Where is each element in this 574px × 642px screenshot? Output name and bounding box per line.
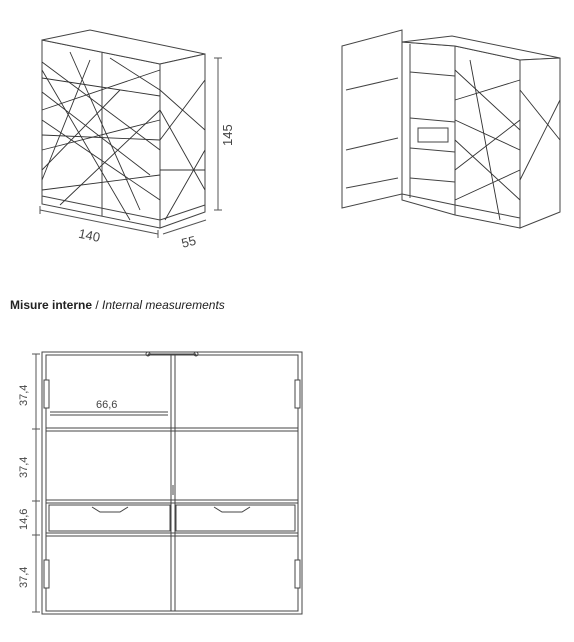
closed-cabinet-drawing xyxy=(39,29,222,238)
inner-width-dimension: 66,6 xyxy=(96,399,117,411)
height-dimension: 145 xyxy=(220,124,235,146)
open-cabinet-drawing xyxy=(341,29,561,229)
depth-dimension: 55 xyxy=(180,233,198,251)
section-title-it: Misure interne xyxy=(10,298,93,312)
section-title-en: Internal measurements xyxy=(102,298,225,312)
row-height-3: 14,6 xyxy=(18,509,30,530)
section-title-separator: / xyxy=(92,298,103,312)
row-height-1: 37,4 xyxy=(18,385,30,406)
row-height-2: 37,4 xyxy=(18,457,30,478)
row-height-4: 37,4 xyxy=(18,567,30,588)
front-elevation-drawing xyxy=(32,351,303,615)
section-title: Misure interne / Internal measurements xyxy=(10,298,225,312)
width-dimension: 140 xyxy=(77,226,101,245)
